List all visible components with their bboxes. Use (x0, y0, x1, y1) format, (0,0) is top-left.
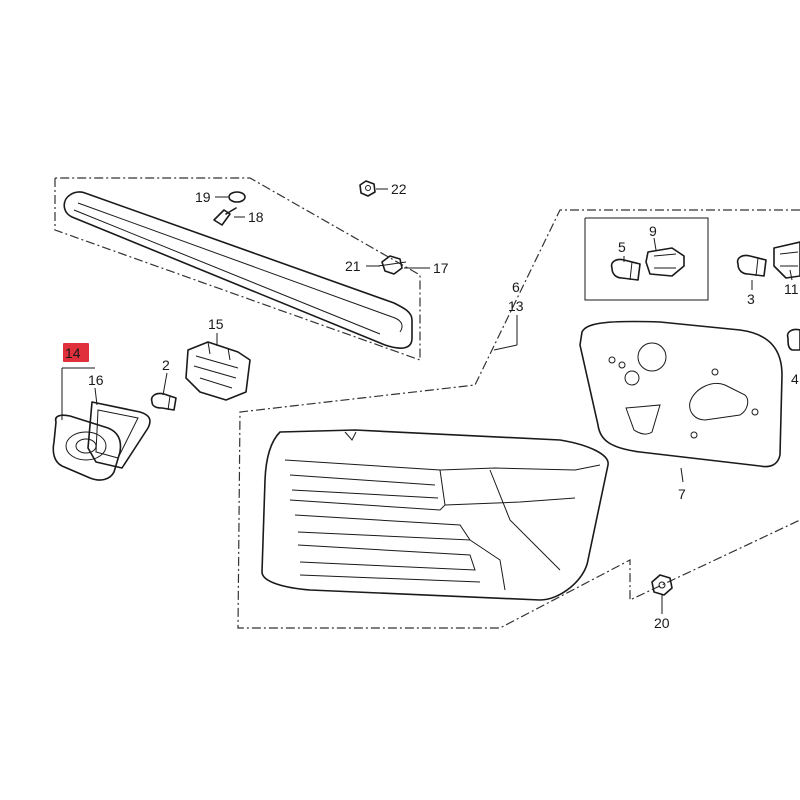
part-4[interactable] (786, 328, 800, 351)
taillight-13[interactable] (261, 429, 609, 601)
callout-18[interactable]: 18 (248, 209, 264, 225)
callout-21[interactable]: 21 (345, 258, 361, 274)
socket-11[interactable] (773, 241, 800, 279)
screw-18[interactable] (213, 207, 237, 226)
callout-4[interactable]: 4 (791, 371, 799, 387)
nut-22[interactable] (359, 180, 376, 197)
lamp-housing-14[interactable] (52, 414, 122, 481)
callout-3[interactable]: 3 (747, 291, 755, 307)
screw-20[interactable] (651, 574, 673, 608)
callout-22[interactable]: 22 (391, 181, 407, 197)
right-assembly-boundary (237, 209, 800, 629)
callout-11[interactable]: 11 (784, 281, 799, 297)
socket-9[interactable] (645, 247, 685, 277)
callout-labels: 19 18 22 21 17 15 2 14 16 6 13 5 9 3 11 … (65, 181, 799, 631)
bulb-3[interactable] (736, 254, 767, 277)
callout-9[interactable]: 9 (649, 223, 657, 239)
callout-17[interactable]: 17 (433, 260, 449, 276)
bulb-inset-boundary (584, 217, 709, 301)
callout-7[interactable]: 7 (678, 486, 686, 502)
clip-19[interactable] (228, 191, 246, 203)
callout-19[interactable]: 19 (195, 189, 211, 205)
callout-5[interactable]: 5 (618, 239, 626, 255)
callout-14[interactable]: 14 (65, 345, 81, 361)
bulb-2[interactable] (150, 392, 177, 411)
grommet-21[interactable] (377, 255, 407, 275)
callout-13[interactable]: 13 (508, 298, 524, 314)
socket-assembly-15[interactable] (185, 341, 251, 401)
garnish-strip-17[interactable] (63, 191, 413, 349)
callout-16[interactable]: 16 (88, 372, 104, 388)
callout-2[interactable]: 2 (162, 357, 170, 373)
upper-assembly-boundary (54, 177, 421, 361)
callout-15[interactable]: 15 (208, 316, 224, 332)
leader-lines (61, 188, 793, 614)
highlight-box-14 (63, 343, 89, 362)
callout-6[interactable]: 6 (512, 279, 520, 295)
callout-20[interactable]: 20 (654, 615, 670, 631)
bulb-5[interactable] (610, 258, 641, 281)
gasket-plate-7[interactable] (579, 320, 783, 468)
